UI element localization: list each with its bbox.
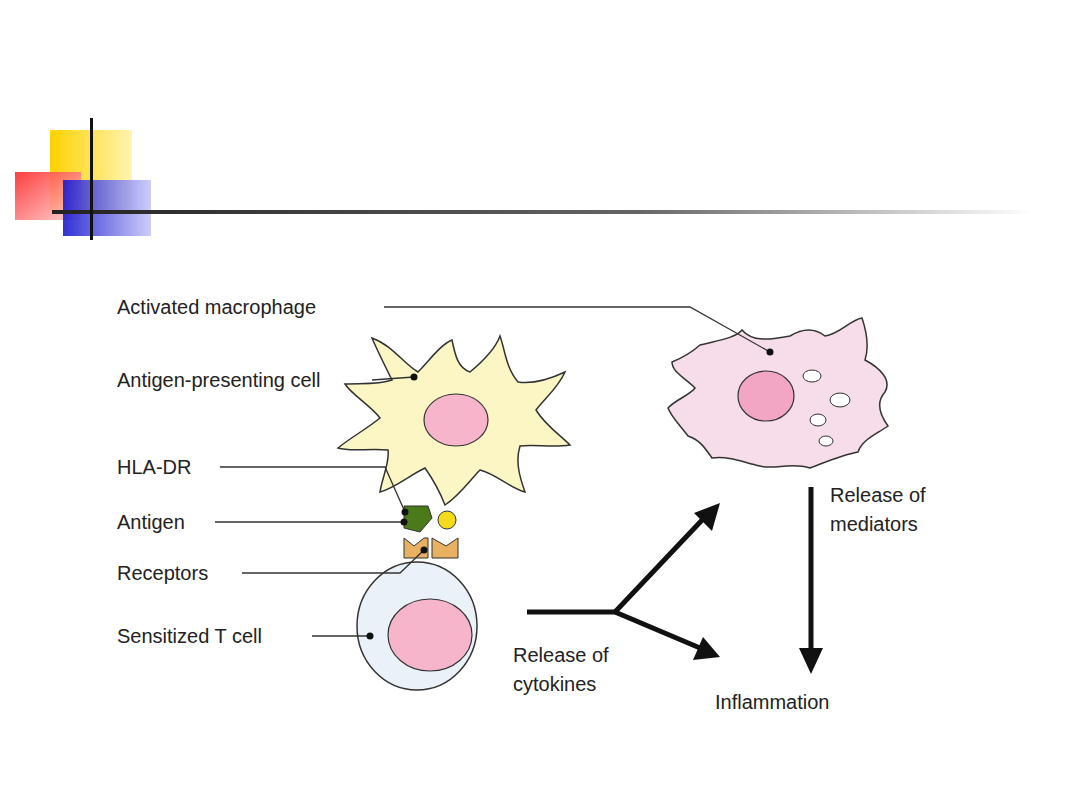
receptor-symbol — [432, 538, 458, 558]
cell-nucleus — [388, 599, 472, 671]
antigen-presenting-cell — [338, 336, 570, 505]
receptor-symbol — [404, 538, 428, 558]
vacuole — [803, 370, 821, 382]
process-label: Release of cytokines — [513, 641, 643, 699]
callout-label: Antigen — [117, 508, 185, 537]
t-cell — [357, 562, 477, 690]
slide-decoration — [15, 118, 1032, 240]
process-label: Release of mediators — [830, 481, 960, 539]
vacuole — [810, 414, 826, 426]
callout-label: HLA-DR — [117, 453, 191, 482]
activated-macrophage — [668, 318, 888, 468]
leader-dots — [367, 349, 774, 640]
vacuole — [819, 436, 833, 446]
cell-nucleus — [424, 394, 488, 446]
cell-nucleus — [738, 371, 794, 421]
callout-label: Antigen-presenting cell — [117, 366, 357, 395]
vacuole — [830, 393, 850, 407]
callout-label: Receptors — [117, 559, 208, 588]
leader-lines — [215, 307, 770, 636]
antigen-symbol — [438, 511, 456, 529]
callout-label: Sensitized T cell — [117, 622, 262, 651]
outcome-label: Inflammation — [715, 688, 830, 717]
callout-label: Activated macrophage — [117, 293, 316, 322]
hla-dr-molecule — [404, 506, 432, 532]
